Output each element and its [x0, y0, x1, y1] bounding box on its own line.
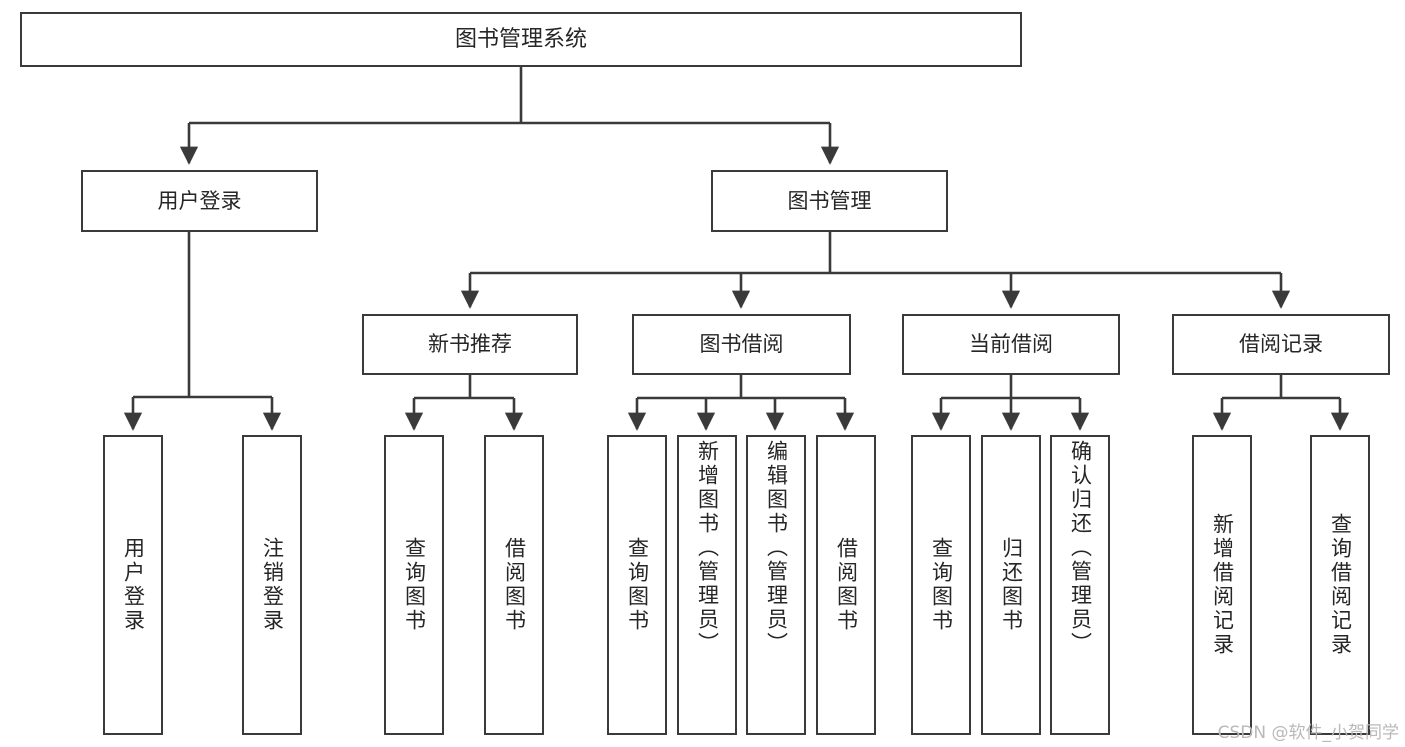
- node-leaf-query-record[interactable]: 查询借阅记录: [1310, 435, 1370, 735]
- node-leaf-edit-book[interactable]: 编辑图书（管理员）: [746, 435, 806, 735]
- node-leaf-user-logout-label: 注销登录: [260, 537, 285, 633]
- node-borrow-record-label: 借阅记录: [1239, 332, 1323, 357]
- node-leaf-borrow-book-2[interactable]: 借阅图书: [816, 435, 876, 735]
- node-leaf-query-book-3-label: 查询图书: [929, 537, 954, 633]
- node-leaf-add-book-label: 新增图书（管理员）: [695, 440, 720, 656]
- node-leaf-return-book-label: 归还图书: [999, 537, 1024, 633]
- node-leaf-return-book[interactable]: 归还图书: [981, 435, 1041, 735]
- node-current-borrow[interactable]: 当前借阅: [902, 314, 1120, 375]
- node-leaf-query-book-2[interactable]: 查询图书: [607, 435, 667, 735]
- watermark: CSDN @软件_小贺同学: [1217, 723, 1399, 743]
- node-leaf-user-login-label: 用户登录: [121, 537, 146, 633]
- node-book-management[interactable]: 图书管理: [711, 170, 948, 232]
- node-leaf-confirm-return[interactable]: 确认归还（管理员）: [1050, 435, 1110, 735]
- node-leaf-edit-book-label: 编辑图书（管理员）: [764, 440, 789, 656]
- node-leaf-borrow-book-1-label: 借阅图书: [502, 537, 527, 633]
- node-leaf-confirm-return-label: 确认归还（管理员）: [1068, 440, 1093, 656]
- node-book-management-label: 图书管理: [787, 188, 872, 213]
- node-leaf-borrow-book-2-label: 借阅图书: [834, 537, 859, 633]
- node-borrow-record[interactable]: 借阅记录: [1172, 314, 1390, 375]
- node-leaf-query-book-3[interactable]: 查询图书: [911, 435, 971, 735]
- node-leaf-borrow-book-1[interactable]: 借阅图书: [484, 435, 544, 735]
- node-new-book-recommend-label: 新书推荐: [428, 332, 512, 357]
- node-user-login[interactable]: 用户登录: [81, 170, 318, 232]
- node-root[interactable]: 图书管理系统: [20, 12, 1022, 67]
- node-user-login-label: 用户登录: [157, 188, 242, 213]
- node-book-borrow-label: 图书借阅: [699, 332, 784, 357]
- node-leaf-add-book[interactable]: 新增图书（管理员）: [677, 435, 737, 735]
- node-leaf-add-record-label: 新增借阅记录: [1210, 513, 1235, 657]
- node-leaf-query-book-1-label: 查询图书: [402, 537, 427, 633]
- node-leaf-add-record[interactable]: 新增借阅记录: [1192, 435, 1252, 735]
- node-new-book-recommend[interactable]: 新书推荐: [362, 314, 578, 375]
- node-book-borrow[interactable]: 图书借阅: [632, 314, 851, 375]
- node-leaf-query-book-1[interactable]: 查询图书: [384, 435, 444, 735]
- node-leaf-user-logout[interactable]: 注销登录: [242, 435, 302, 735]
- node-leaf-query-book-2-label: 查询图书: [625, 537, 650, 633]
- node-leaf-query-record-label: 查询借阅记录: [1328, 513, 1353, 657]
- node-current-borrow-label: 当前借阅: [969, 332, 1053, 357]
- node-leaf-user-login[interactable]: 用户登录: [103, 435, 163, 735]
- node-root-label: 图书管理系统: [454, 26, 587, 52]
